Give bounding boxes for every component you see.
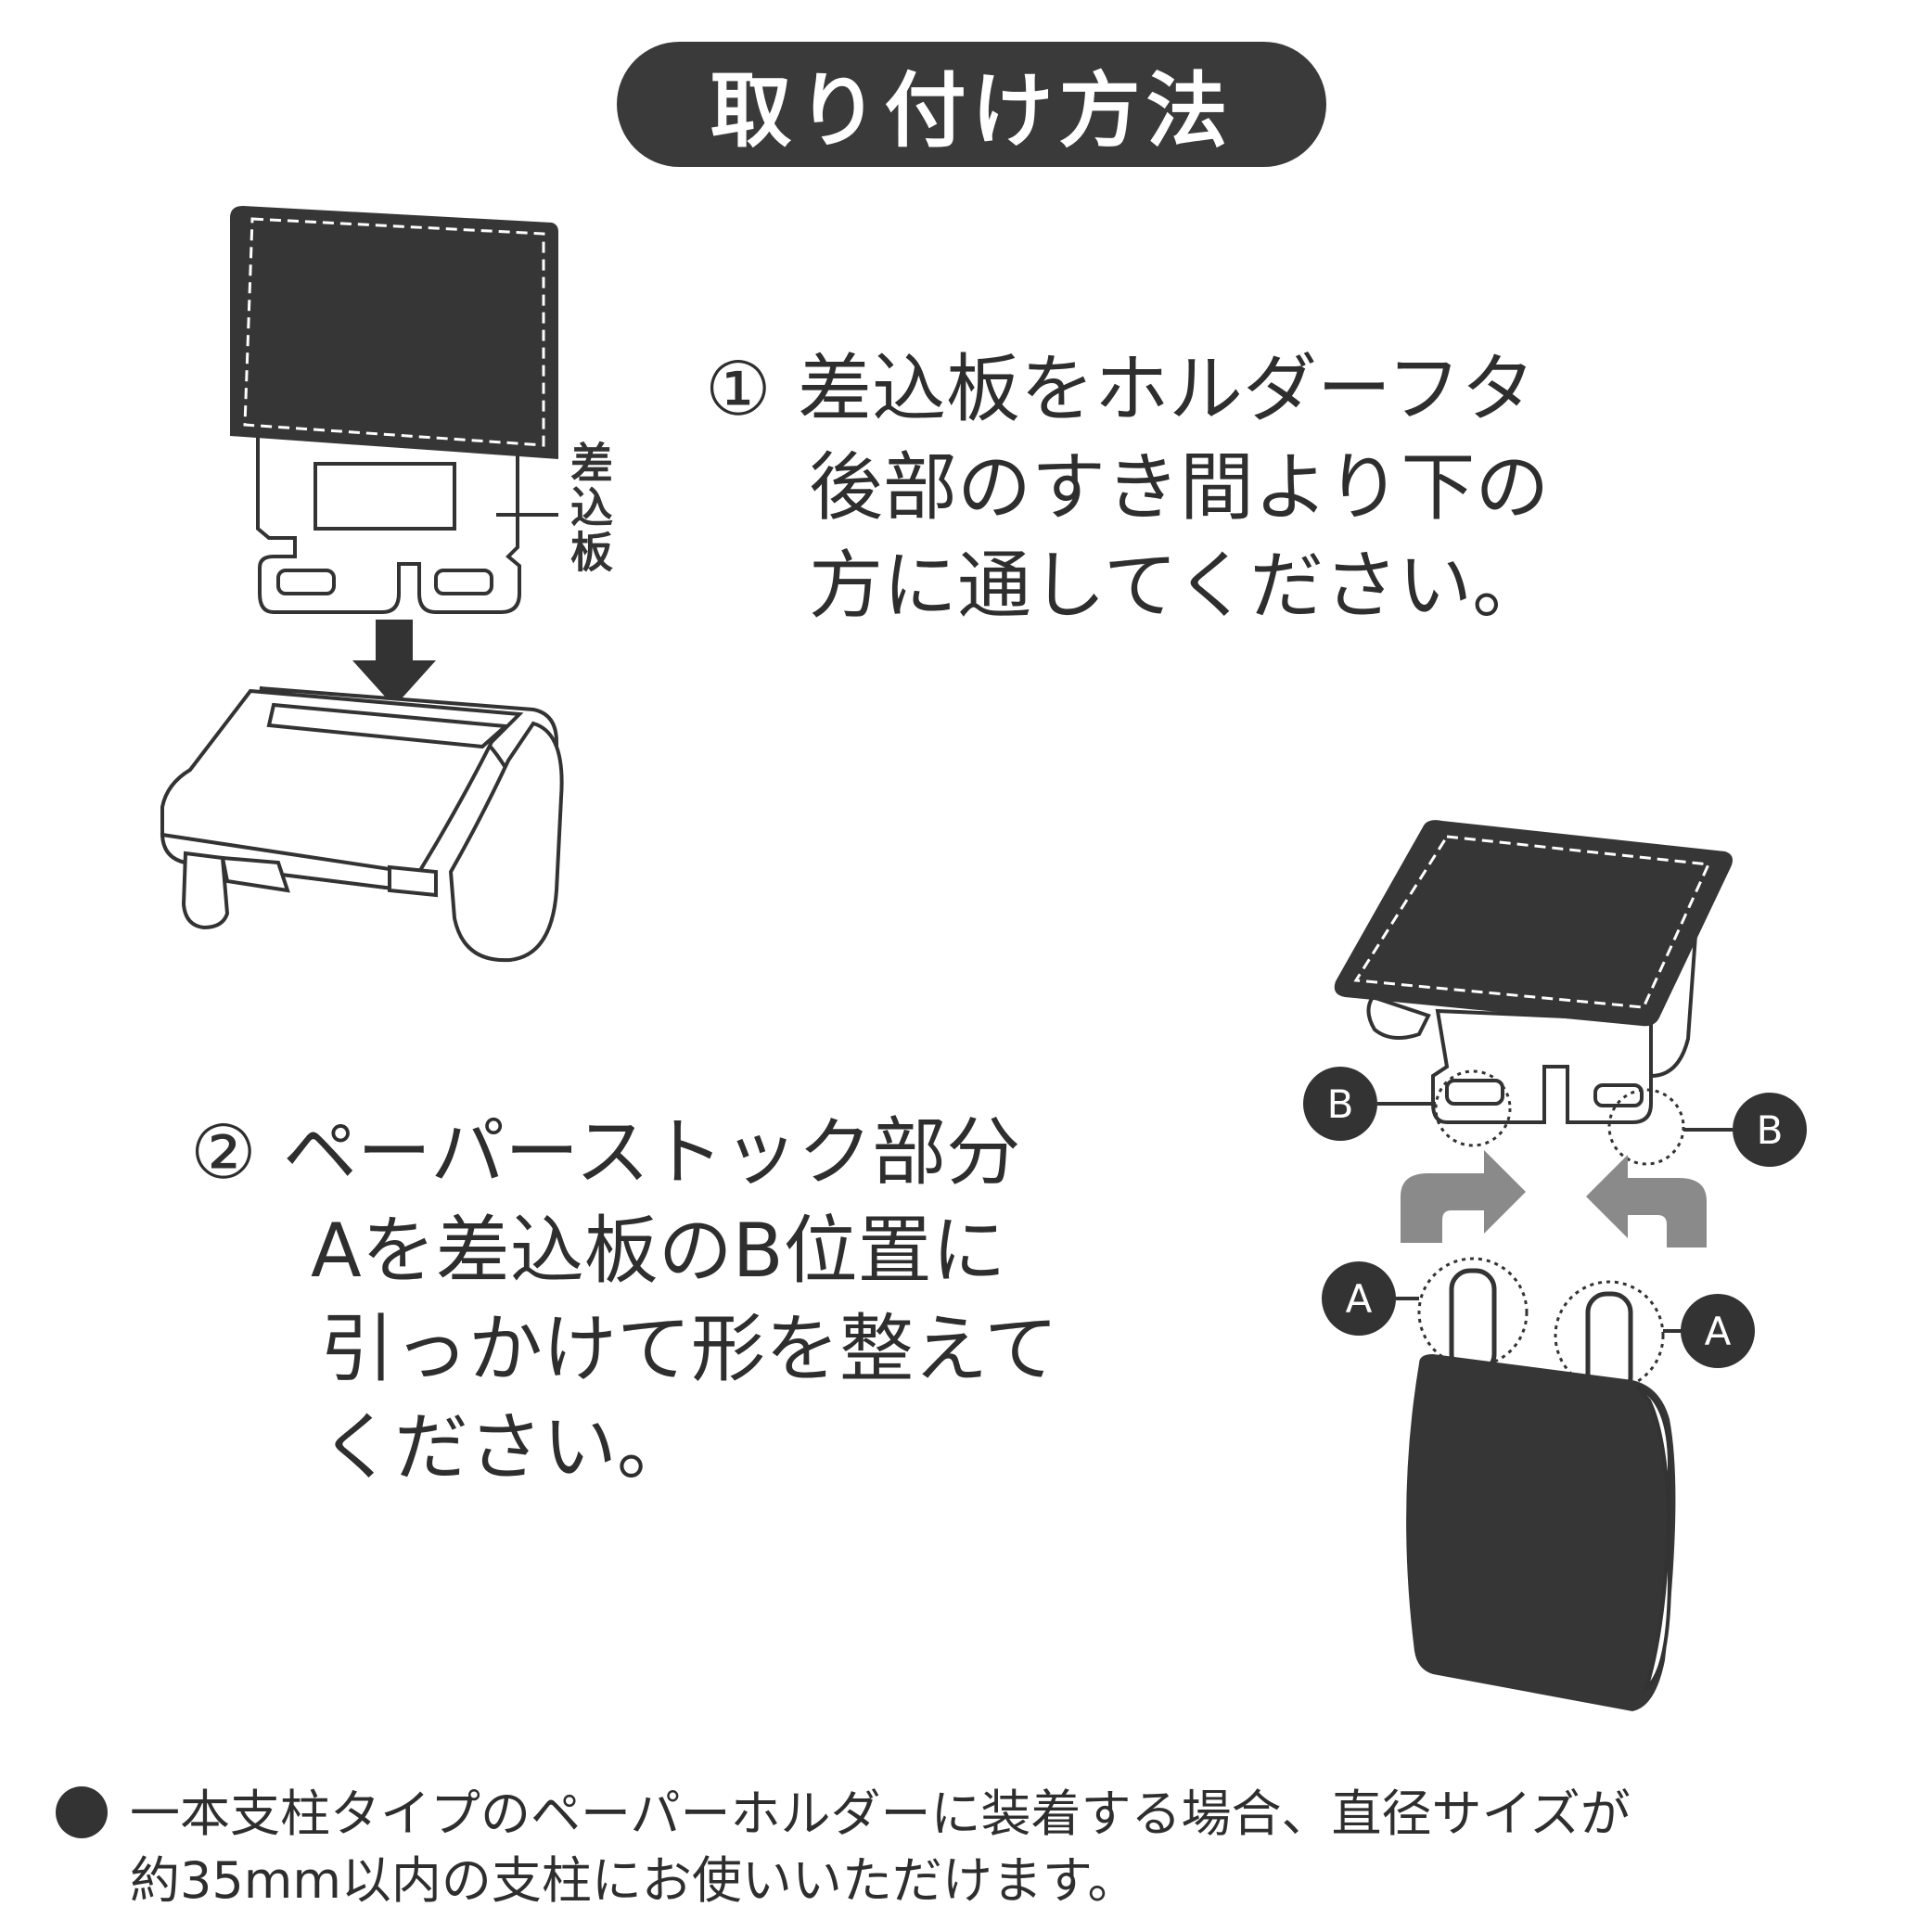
step-1-line-1: 差込板をホルダーフタ	[798, 346, 1536, 432]
hook-arrow-right-icon	[1586, 1155, 1707, 1247]
step-2-line-3: 引っかけて形を整えて	[320, 1306, 1058, 1392]
marker-a-right: A	[1705, 1309, 1732, 1354]
step-2-number: ②	[190, 1109, 257, 1196]
marker-a-left: A	[1346, 1276, 1373, 1322]
step-1-line-2: 後部のすき間より下の	[809, 444, 1550, 531]
step-2-line-1: ペーパーストック部分	[283, 1109, 1021, 1196]
note-line-2: 約35mm以内の支柱にお使いいただけます。	[130, 1851, 1138, 1910]
attached-holder-illustration	[1334, 820, 1733, 1124]
note-line-1: 一本支柱タイプのペーパーホルダーに装着する場合、直径サイズが	[130, 1785, 1631, 1843]
step-2-instructions: ② ペーパーストック部分 Aを差込板のB位置に 引っかけて形を整えて ください。	[190, 1104, 1058, 1497]
insert-plate-label: 差込板	[564, 441, 614, 574]
paper-stock-illustration	[1406, 1354, 1676, 1711]
b-marker-left: B	[1303, 1067, 1512, 1147]
hook-arrow-left-icon	[1401, 1150, 1526, 1243]
title-banner: 取り付け方法	[617, 42, 1326, 167]
down-arrow-icon	[352, 620, 436, 707]
usage-note: 一本支柱タイプのペーパーホルダーに装着する場合、直径サイズが 約35mm以内の支…	[56, 1781, 1631, 1914]
bullet-icon	[56, 1786, 108, 1838]
a-marker-left: A	[1322, 1257, 1529, 1375]
b-marker-right: B	[1607, 1088, 1807, 1167]
page-title: 取り付け方法	[710, 63, 1234, 159]
step-2-line-4: ください。	[320, 1404, 691, 1491]
insert-plate-illustration	[230, 206, 558, 614]
a-marker-right: A	[1554, 1280, 1755, 1399]
paper-holder-illustration	[160, 686, 564, 963]
marker-b-right: B	[1757, 1107, 1784, 1153]
step-1-instructions: ① 差込板をホルダーフタ 後部のすき間より下の 方に通してください。	[705, 340, 1549, 635]
step-1-number: ①	[705, 346, 772, 432]
step-1-line-3: 方に通してください。	[809, 543, 1547, 629]
marker-b-left: B	[1327, 1081, 1354, 1127]
step-2-line-2: Aを差込板のB位置に	[311, 1208, 1006, 1294]
